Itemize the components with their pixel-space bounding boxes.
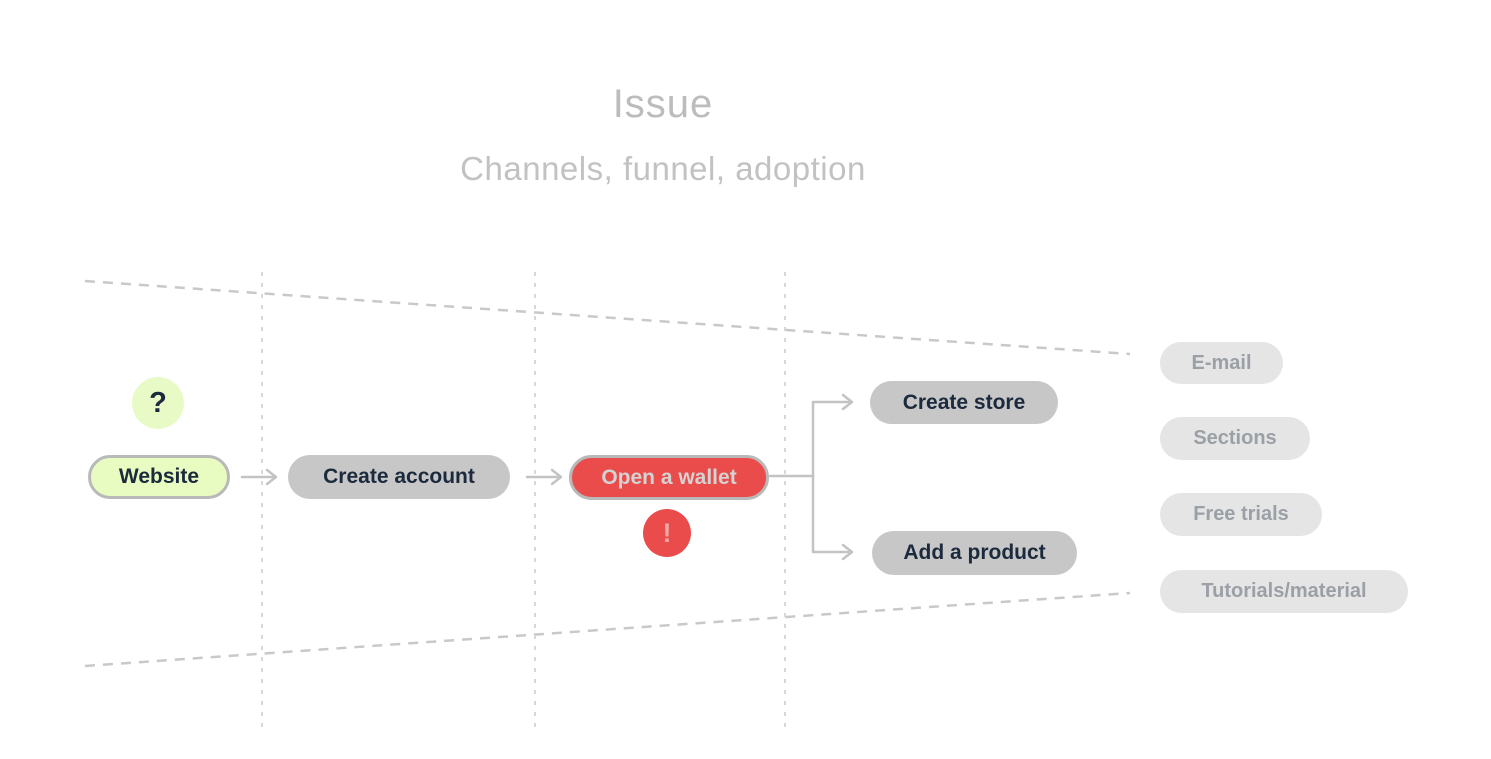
node-add-product[interactable]: Add a product xyxy=(872,531,1077,575)
funnel-top-dashed-line xyxy=(84,279,1131,356)
arrow-create-account-to-open-wallet xyxy=(525,468,563,486)
channel-tag-email[interactable]: E-mail xyxy=(1160,342,1283,384)
alert-badge-icon[interactable]: ! xyxy=(643,509,691,557)
funnel-bottom-dashed-line xyxy=(84,591,1131,668)
page-title: Issue xyxy=(612,82,714,126)
node-create-account[interactable]: Create account xyxy=(288,455,510,499)
question-badge-icon[interactable]: ? xyxy=(132,377,184,429)
arrow-website-to-create-account xyxy=(240,468,278,486)
node-website[interactable]: Website xyxy=(88,455,230,499)
branch-connector xyxy=(768,393,854,561)
node-create-store[interactable]: Create store xyxy=(870,381,1058,424)
node-open-wallet[interactable]: Open a wallet xyxy=(569,455,769,500)
channel-tag-tutorials-material[interactable]: Tutorials/material xyxy=(1160,570,1408,613)
channel-tag-free-trials[interactable]: Free trials xyxy=(1160,493,1322,536)
channel-tag-sections[interactable]: Sections xyxy=(1160,417,1310,460)
page-subtitle: Channels, funnel, adoption xyxy=(460,150,866,187)
